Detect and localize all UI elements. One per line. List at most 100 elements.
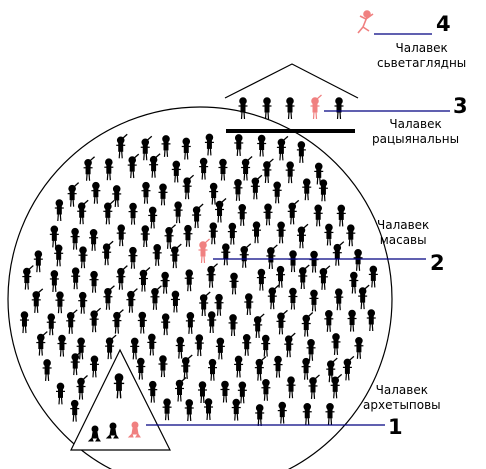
person-figure	[346, 309, 358, 333]
person-figure	[260, 378, 272, 402]
person-figure	[231, 398, 242, 422]
person-figure	[227, 222, 238, 246]
person-figure	[208, 182, 219, 206]
person-figure	[181, 174, 195, 200]
person-figure	[227, 314, 239, 337]
person-figure	[219, 380, 231, 404]
person-figure	[265, 244, 279, 270]
person-figure	[127, 153, 140, 179]
number-4: 4	[436, 12, 451, 36]
person-figure	[160, 134, 172, 158]
number-2: 2	[430, 251, 445, 275]
person-figure	[42, 359, 53, 382]
person-figure	[115, 265, 129, 291]
person-figure	[256, 268, 267, 292]
person-figure	[240, 155, 253, 182]
label-archetypal-line2: архетыповы	[363, 398, 441, 412]
person-figure	[215, 337, 226, 360]
crowd-figures	[19, 133, 379, 427]
person-figure	[161, 398, 173, 421]
person-figure	[198, 291, 211, 317]
person-figure	[140, 225, 151, 248]
person-figure	[198, 157, 209, 181]
person-figure	[323, 223, 335, 247]
person-figure	[237, 97, 249, 120]
person-figure	[138, 266, 151, 293]
person-figure	[333, 97, 345, 120]
person-figure	[173, 201, 184, 224]
person-figure	[296, 223, 309, 249]
person-figure	[300, 357, 312, 381]
person-figure	[70, 267, 81, 290]
person-figure	[88, 228, 99, 252]
person-figure	[285, 376, 297, 399]
person-figure	[49, 270, 60, 293]
label-mass-line1: Чалавек	[377, 218, 430, 232]
person-figure	[163, 224, 177, 250]
person-figure	[129, 337, 140, 360]
person-figure	[191, 203, 204, 229]
label-mass: Чалавек масавы	[377, 218, 429, 248]
person-figure	[301, 311, 314, 338]
person-figure	[285, 161, 296, 184]
person-figure	[180, 354, 193, 380]
person-figure	[237, 381, 248, 404]
person-figure	[287, 287, 299, 311]
person-figure	[241, 333, 252, 357]
person-figure	[140, 135, 153, 161]
person-figure	[368, 265, 379, 289]
number-1: 1	[388, 415, 403, 439]
person-figure	[345, 224, 356, 247]
person-figure	[125, 288, 139, 314]
label-worldview-line1: Чалавек	[395, 41, 448, 55]
person-figure	[21, 264, 34, 291]
person-figure	[232, 178, 244, 202]
person-figure	[233, 134, 244, 157]
person-figure	[307, 374, 321, 400]
person-figure	[19, 311, 30, 334]
person-figure	[250, 174, 263, 200]
person-figure	[267, 284, 280, 310]
person-figure	[102, 285, 116, 311]
person-figure	[313, 204, 324, 227]
person-figure	[208, 222, 219, 245]
archetype-triangle	[70, 348, 171, 451]
person-figure	[228, 272, 240, 295]
person-figure	[333, 288, 344, 311]
person-figure	[77, 246, 89, 269]
person-figure	[147, 206, 158, 230]
label-rational-line2: рацыянальны	[372, 132, 460, 146]
label-mass-line2: масавы	[379, 233, 427, 247]
person-figure	[302, 402, 313, 426]
person-figure	[276, 135, 289, 162]
person-figure	[217, 158, 229, 182]
person-figure	[272, 355, 284, 379]
person-figure	[175, 336, 186, 360]
person-figure	[308, 289, 320, 312]
person-figure	[204, 133, 215, 157]
person-figure	[296, 140, 307, 164]
person-figure	[239, 243, 252, 269]
person-figure	[308, 250, 320, 274]
person-figure	[213, 293, 225, 317]
person-figure	[262, 203, 274, 226]
person-figure	[353, 336, 365, 360]
person-figure	[205, 263, 219, 289]
person-figure	[160, 271, 171, 295]
person-figure	[185, 311, 196, 335]
person-figure	[287, 250, 299, 273]
person-figure	[357, 284, 370, 310]
person-figure	[152, 243, 163, 267]
person-figure	[184, 399, 195, 422]
person-figure	[89, 307, 102, 333]
person-figure	[148, 153, 161, 179]
person-figure	[323, 309, 334, 333]
person-figure	[318, 179, 329, 202]
person-figure	[348, 271, 359, 295]
person-figure	[49, 225, 60, 248]
person-figure	[207, 358, 218, 382]
label-archetypal-line1: Чалавек	[375, 383, 428, 397]
person-figure	[90, 181, 101, 205]
person-figure	[89, 355, 100, 378]
